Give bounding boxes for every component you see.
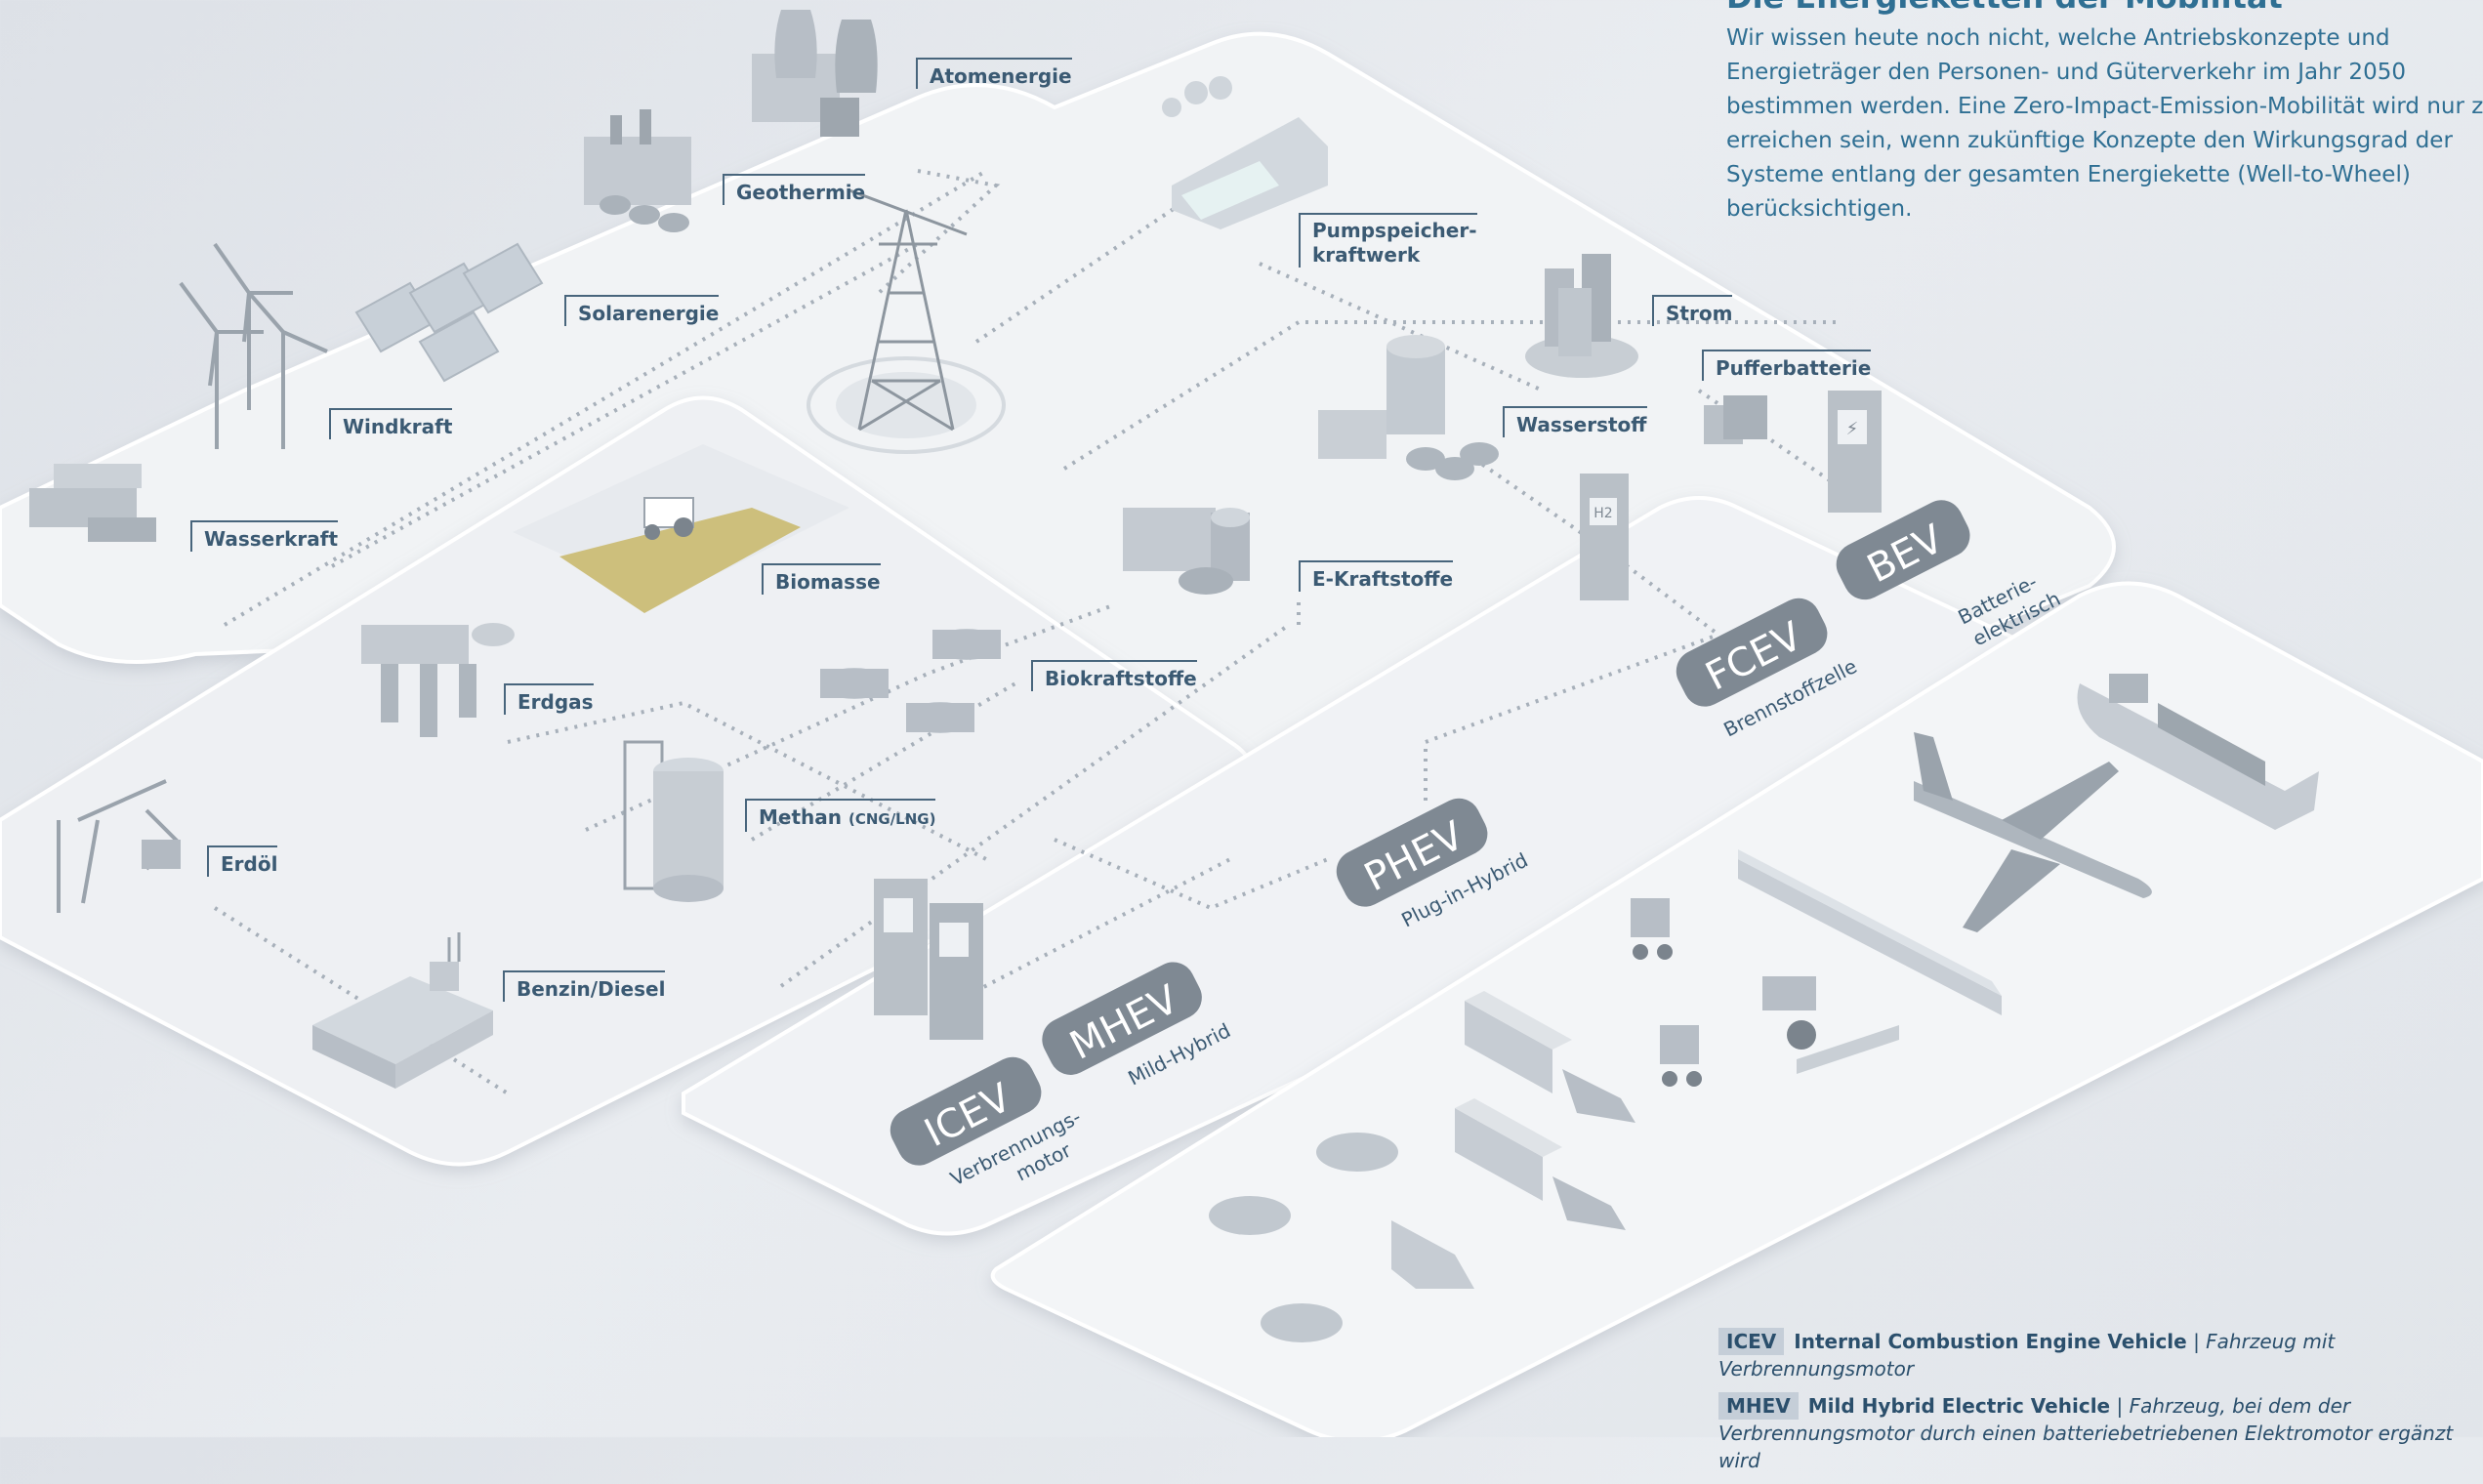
biofuel-tanks bbox=[820, 629, 1001, 733]
nuclear-plant bbox=[752, 10, 878, 137]
vehicle-group bbox=[1209, 674, 2319, 1342]
biomass-field bbox=[559, 508, 801, 613]
car-1 bbox=[1316, 1133, 1398, 1172]
hydrogen-plant bbox=[1318, 335, 1499, 480]
label-biomasse: Biomasse bbox=[762, 563, 881, 595]
van bbox=[1391, 1220, 1474, 1289]
h2-pump-label: H2 bbox=[1593, 506, 1612, 521]
label-wasserstoff: Wasserstoff bbox=[1503, 406, 1647, 437]
refinery bbox=[312, 932, 493, 1089]
label-ekraftstoffe: E-Kraftstoffe bbox=[1299, 560, 1454, 592]
truck-2 bbox=[1455, 1098, 1626, 1230]
legend-separator: | bbox=[2110, 1394, 2130, 1418]
forklift-1 bbox=[1631, 898, 1673, 960]
legend-name: Internal Combustion Engine Vehicle bbox=[1794, 1330, 2187, 1353]
legend-separator: | bbox=[2186, 1330, 2207, 1353]
charging-station: ⚡ bbox=[1828, 391, 1882, 513]
legend-name: Mild Hybrid Electric Vehicle bbox=[1807, 1394, 2111, 1418]
label-windkraft: Windkraft bbox=[329, 408, 453, 439]
legend-abbr: MHEV bbox=[1718, 1392, 1799, 1420]
buffer-battery bbox=[1704, 395, 1767, 444]
bolt-icon: ⚡ bbox=[1846, 419, 1859, 439]
harvester bbox=[643, 497, 694, 540]
legend: ICEV Internal Combustion Engine Vehicle |… bbox=[1718, 1328, 2483, 1484]
label-strom: Strom bbox=[1652, 295, 1733, 326]
legend-row-icev: ICEV Internal Combustion Engine Vehicle |… bbox=[1718, 1328, 2483, 1382]
train bbox=[1738, 849, 2002, 1015]
label-pumpspeicher-line1: Pumpspeicher- bbox=[1312, 219, 1477, 242]
energy-chain-diagram: H2 ⚡ BEV FCEV PHEV MHEV ICEV Batterie- e… bbox=[0, 10, 2483, 1437]
solar-panels bbox=[354, 242, 544, 383]
forklift-2 bbox=[1660, 1025, 1702, 1087]
truck-1 bbox=[1465, 991, 1635, 1123]
pumped-storage bbox=[1162, 76, 1328, 229]
badge-bev: BEV bbox=[1836, 500, 1970, 600]
car-3 bbox=[1261, 1303, 1343, 1342]
efuel-plant bbox=[1123, 508, 1250, 595]
ship bbox=[2077, 674, 2319, 830]
label-methan-main: Methan bbox=[759, 805, 842, 829]
hydro-plant bbox=[29, 464, 156, 542]
page-title: Die Energieketten der Mobilität bbox=[1726, 0, 2283, 16]
wind-turbines bbox=[179, 242, 328, 449]
label-methan: Methan (CNG/LNG) bbox=[745, 799, 936, 832]
legend-abbr: ICEV bbox=[1718, 1328, 1785, 1355]
label-erdgas: Erdgas bbox=[504, 683, 594, 715]
label-geothermie: Geothermie bbox=[723, 174, 866, 205]
geothermal-plant bbox=[584, 109, 691, 232]
fuel-pumps bbox=[874, 879, 983, 1040]
label-solarenergie: Solarenergie bbox=[564, 295, 720, 326]
power-storage-tanks bbox=[1525, 254, 1638, 378]
tractor bbox=[1762, 976, 1899, 1074]
methane-tank bbox=[623, 740, 724, 902]
label-pumpspeicher: Pumpspeicher- kraftwerk bbox=[1299, 213, 1477, 268]
gas-platform bbox=[361, 623, 515, 737]
platform-vehicles bbox=[990, 581, 2483, 1437]
label-atomenergie: Atomenergie bbox=[916, 58, 1072, 89]
label-pufferbatterie: Pufferbatterie bbox=[1702, 350, 1872, 381]
label-erdoel: Erdöl bbox=[207, 845, 278, 877]
airplane bbox=[1914, 732, 2152, 932]
label-biokraftstoffe: Biokraftstoffe bbox=[1031, 660, 1197, 691]
label-pumpspeicher-line2: kraftwerk bbox=[1312, 243, 1421, 267]
h2-pump: H2 bbox=[1580, 474, 1629, 600]
intro-text: Wir wissen heute noch nicht, welche Antr… bbox=[1726, 25, 2483, 222]
oil-pump bbox=[57, 779, 181, 913]
connection-paths bbox=[213, 169, 1857, 1095]
label-benzin-diesel: Benzin/Diesel bbox=[503, 970, 666, 1002]
legend-desc: Fahrzeug mit Verbrennungsmotor bbox=[1718, 1330, 2336, 1381]
label-wasserkraft: Wasserkraft bbox=[190, 520, 339, 552]
car-2 bbox=[1209, 1196, 1291, 1235]
label-methan-sub: (CNG/LNG) bbox=[848, 810, 936, 828]
power-tower bbox=[807, 188, 1006, 454]
